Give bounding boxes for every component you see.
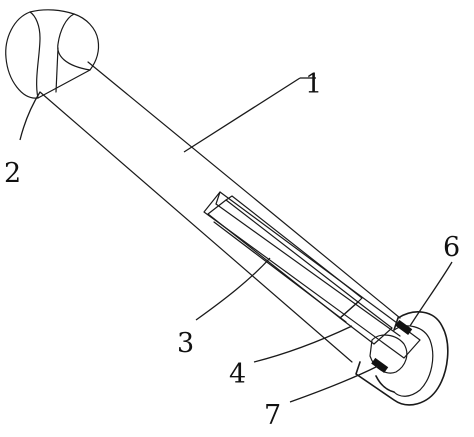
- label-1: 1: [305, 69, 322, 100]
- label-7: 7: [264, 400, 281, 431]
- label-2: 2: [4, 158, 21, 189]
- cutaway-window: [203, 191, 421, 359]
- label-4: 4: [229, 359, 246, 390]
- label-6: 6: [443, 232, 460, 263]
- end-cap: [5, 9, 100, 99]
- label-3: 3: [177, 328, 194, 359]
- tube-body: [39, 47, 401, 363]
- mesh-screen: [369, 334, 408, 374]
- leader-lines: [19, 77, 453, 403]
- rod-section: [339, 301, 393, 345]
- ring-cap: [355, 311, 449, 406]
